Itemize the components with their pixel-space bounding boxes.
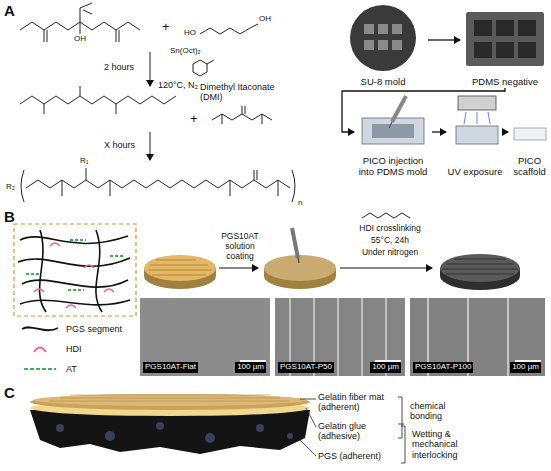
legend-text: HDI bbox=[66, 344, 82, 354]
repeat-index: n bbox=[298, 198, 302, 207]
legend-sample bbox=[20, 363, 60, 375]
scale-bar-label: 100 µm bbox=[510, 362, 541, 373]
step-caption: UV exposure bbox=[446, 167, 504, 178]
reaction-condition: X hours bbox=[104, 140, 135, 150]
legend-text: AT bbox=[66, 364, 77, 374]
process-step: PDMS negative bbox=[460, 4, 550, 88]
bracket-label: chemical bonding bbox=[410, 401, 480, 422]
legend-text: PGS segment bbox=[66, 324, 122, 334]
sem-image-panel: PGS10AT-P50 100 µm bbox=[275, 298, 405, 376]
image-label: PGS10AT-P50 bbox=[278, 362, 334, 373]
layer-label: Gelatin glue (adhesive) bbox=[318, 421, 394, 442]
step-caption: PICO injection into PDMS mold bbox=[354, 156, 432, 178]
step-caption: SU-8 mold bbox=[338, 77, 428, 88]
process-label: 55°C, 24h bbox=[348, 236, 432, 246]
chemical-structures bbox=[20, 3, 295, 202]
scale-bar-label: 100 µm bbox=[235, 362, 266, 373]
fabrication-illustration bbox=[350, 5, 546, 144]
disc-process bbox=[144, 213, 520, 290]
legend-sample bbox=[20, 323, 60, 335]
process-step: UV exposure bbox=[446, 94, 504, 178]
image-label: PGS10AT-P100 bbox=[413, 362, 473, 373]
reaction-condition: 2 hours bbox=[104, 62, 134, 72]
layer-label: PGS (adherent) bbox=[318, 451, 398, 461]
process-step: SU-8 mold bbox=[338, 4, 428, 88]
process-label: Under nitrogen bbox=[348, 248, 432, 258]
plus-sign: + bbox=[190, 112, 198, 127]
atom-label: OH bbox=[74, 34, 86, 43]
panel-letter: B bbox=[4, 208, 15, 225]
reaction-condition: 120°C, N₂ bbox=[158, 80, 198, 90]
panel-letter: C bbox=[4, 384, 15, 401]
step-caption: PICO scaffold bbox=[508, 156, 551, 178]
flow-arrow bbox=[504, 131, 508, 132]
flow-arrow bbox=[432, 131, 446, 132]
catalyst-label: Sn(Oct)₂ bbox=[170, 46, 201, 55]
process-label: HDI crosslinking bbox=[348, 224, 432, 234]
plus-sign: + bbox=[162, 20, 170, 35]
bracket-label: Wetting & mechanical interlocking bbox=[412, 429, 492, 460]
group-label: R₂ bbox=[6, 182, 15, 191]
sem-images bbox=[140, 298, 545, 376]
step-caption: PDMS negative bbox=[460, 77, 550, 88]
flow-arrow bbox=[342, 88, 505, 132]
sem-image-panel: PGS10AT-P100 100 µm bbox=[410, 298, 545, 376]
sem-image-panel: PGS10AT-Flat 100 µm bbox=[140, 298, 270, 376]
atom-label: OH bbox=[259, 14, 271, 23]
network-schematic bbox=[14, 224, 136, 316]
process-step: PICO scaffold bbox=[508, 94, 551, 178]
panel-letter: A bbox=[4, 2, 15, 19]
process-label: PGS10AT solution coating bbox=[214, 232, 266, 261]
group-label: R₁ bbox=[80, 156, 88, 165]
flow-arrow bbox=[428, 39, 460, 40]
process-step: PICO injection into PDMS mold bbox=[354, 94, 432, 178]
scale-bar-label: 100 µm bbox=[370, 362, 401, 373]
legend-sample bbox=[20, 343, 60, 355]
reagent-label: Dimethyl Itaconate (DMI) bbox=[200, 82, 296, 103]
layer-label: Gelatin fiber mat (adherent) bbox=[318, 392, 398, 413]
atom-label: HO bbox=[184, 28, 196, 37]
image-label: PGS10AT-Flat bbox=[143, 362, 198, 373]
